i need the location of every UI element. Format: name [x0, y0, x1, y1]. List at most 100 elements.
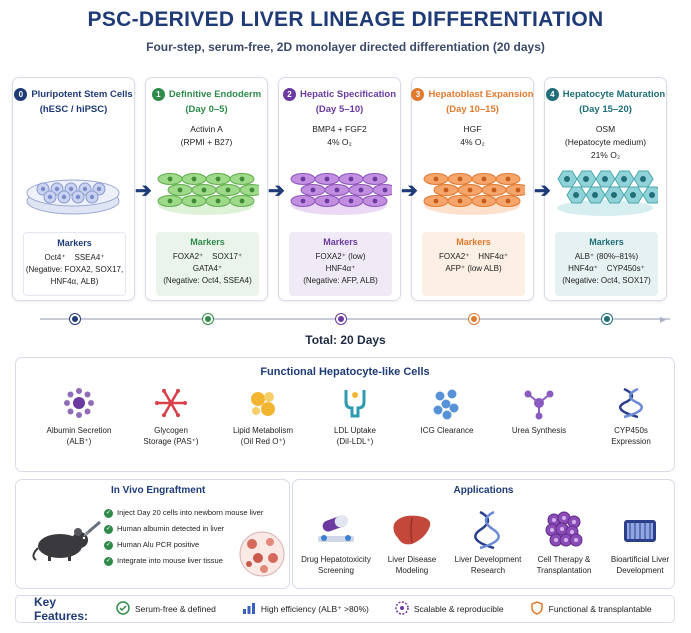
key-feature-label: Serum-free & defined [135, 604, 216, 614]
stage-conditions: HGF 4% O₂ [412, 123, 533, 149]
stage-name: Definitive Endoderm [168, 89, 262, 100]
stage-number-badge: 2 [282, 88, 296, 101]
condition-line: BMP4 + FGF2 [312, 124, 367, 134]
marker-line: (Negative: Oct4, SOX17) [562, 276, 651, 285]
functional-label: Lipid Metabolism [232, 426, 294, 435]
check-icon: ✓ [104, 540, 113, 550]
page-subtitle: Four-step, serum-free, 2D monolayer dire… [146, 40, 545, 54]
stage-number-badge: 4 [545, 88, 559, 101]
timeline-dot [336, 314, 346, 324]
key-feature-item: High efficiency (ALB⁺ >80%) [242, 601, 369, 617]
stage-days: (Day 0–5) [185, 104, 228, 115]
stage-name: Hepatocyte Maturation [562, 89, 666, 100]
marker-line: GATA4⁺ [192, 264, 223, 273]
condition-line: (Hepatocyte medium) [564, 137, 647, 147]
functional-item: LDL Uptake (DiI-LDL⁺) [310, 386, 400, 447]
stage-name: Hepatoblast Expansion [428, 89, 534, 100]
in-vivo-label: Inject Day 20 cells into newborn mouse l… [117, 508, 264, 517]
key-features-title: Key Features: [34, 595, 89, 623]
marker-line: FOXA2⁺ SOX17⁺ [172, 252, 243, 261]
functional-label: (DiI-LDL⁺) [336, 437, 374, 446]
functional-label: LDL Uptake [334, 426, 376, 435]
condition-line: 4% O₂ [460, 137, 485, 147]
shield-icon [530, 601, 544, 617]
timeline-bar [40, 318, 670, 320]
stage-name: Pluripotent Stem Cells [31, 89, 133, 100]
urea-icon [494, 386, 584, 420]
bioreactor-icon [601, 510, 679, 550]
condition-line: Activin A [190, 124, 223, 134]
in-vivo-item: ✓ Human Alu PCR positive [104, 537, 263, 553]
cell-culture-icon [420, 153, 531, 223]
dna-icon [586, 386, 676, 420]
stage-days: (Day 5–10) [315, 104, 364, 115]
marker-line: HNF4α, ALB) [50, 277, 99, 286]
cell-culture-icon [154, 153, 265, 223]
application-label: Liver Development [454, 555, 522, 564]
functional-item: Lipid Metabolism (Oil Red O⁺) [218, 386, 308, 447]
ldl-icon [310, 386, 400, 420]
key-feature-item: Serum-free & defined [116, 601, 216, 617]
functional-label: Albumin Secretion [46, 426, 112, 435]
condition-line: 4% O₂ [327, 137, 352, 147]
marker-line: FOXA2⁺ HNF4α⁺ [438, 252, 509, 261]
marker-line: AFP⁺ (low ALB) [445, 264, 502, 273]
application-label: Transplantation [536, 566, 592, 575]
marker-line: HNF4α⁺ [325, 264, 356, 273]
key-feature-item: Scalable & reproducible [395, 601, 504, 617]
check-icon: ✓ [104, 524, 113, 534]
arrow-icon: ➔ [534, 180, 551, 202]
in-vivo-label: Human albumin detected in liver [117, 524, 225, 533]
in-vivo-label: Human Alu PCR positive [117, 540, 200, 549]
markers-title: Markers [456, 237, 491, 247]
marker-line: HNF4α⁺ CYP450s⁺ [568, 264, 645, 273]
key-features-bar: Key Features: Serum-free & defined High e… [15, 595, 675, 623]
functional-label: (Oil Red O⁺) [240, 437, 286, 446]
condition-line: (RPMI + B27) [180, 137, 233, 147]
key-feature-label: High efficiency (ALB⁺ >80%) [260, 603, 369, 614]
condition-line: 21% O₂ [590, 150, 621, 160]
marker-line: (Negative: AFP, ALB) [303, 276, 378, 285]
total-duration: Total: 20 Days [305, 333, 386, 347]
pill-icon [297, 510, 375, 550]
application-label: Liver Disease [387, 555, 437, 564]
stage-conditions: Activin A (RPMI + B27) [146, 123, 267, 149]
arrow-icon: ➔ [401, 180, 418, 202]
check-circle-icon [116, 601, 130, 617]
condition-line: OSM [595, 124, 616, 134]
in-vivo-title: In Vivo Engraftment [111, 485, 206, 496]
key-feature-item: Functional & transplantable [530, 601, 652, 617]
stage-number-badge: 1 [151, 88, 165, 101]
bar-chart-icon [242, 601, 256, 617]
liver-icon [373, 510, 451, 550]
condition-line: HGF [463, 124, 482, 134]
marker-line: ALB⁺ (80%–81%) [574, 252, 639, 261]
stage-number-badge: 3 [411, 88, 425, 101]
functional-item: Urea Synthesis [494, 386, 584, 436]
marker-line: (Negative: FOXA2, SOX17, [25, 265, 124, 274]
marker-line: (Negative: Oct4, SSEA4) [163, 276, 252, 285]
timeline-dot [469, 314, 479, 324]
arrow-icon: ➔ [135, 180, 152, 202]
application-label: Development [616, 566, 664, 575]
dna-icon [449, 510, 527, 550]
page-title: PSC-DERIVED LIVER LINEAGE DIFFERENTIATIO… [87, 8, 604, 31]
timeline-dot [602, 314, 612, 324]
mouse-syringe-icon [32, 520, 101, 561]
